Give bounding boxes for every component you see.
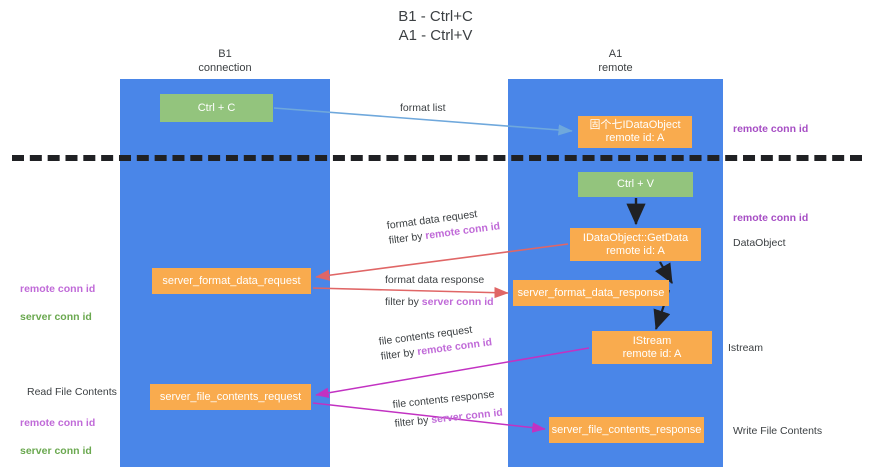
page-title: B1 - Ctrl+C A1 - Ctrl+V bbox=[398, 8, 473, 44]
node-istream-remote[interactable]: IStream remote id: A bbox=[592, 331, 712, 364]
annotation-read-file-contents: Read File Contents bbox=[27, 386, 117, 398]
annotation-conn-id-legend-top: remote conn id server conn id bbox=[20, 268, 95, 338]
annotation-dataobject: DataObject bbox=[733, 237, 786, 249]
caption-format-data-request: format data request filter by remote con… bbox=[386, 204, 501, 248]
annotation-remote-conn-id-mid: remote conn id bbox=[733, 212, 809, 224]
node-ctrl-c[interactable]: Ctrl + C bbox=[160, 94, 273, 122]
lane-header-a1: A1 remote bbox=[598, 48, 633, 74]
annotation-istream: Istream bbox=[728, 342, 764, 354]
legend-remote-conn-id-bottom: remote conn id bbox=[20, 417, 96, 429]
annotation-write-file-contents: Write File Contents bbox=[733, 425, 823, 437]
arrow-file-contents-request bbox=[315, 347, 590, 399]
node-server-format-data-request[interactable]: server_format_data_request bbox=[152, 268, 311, 294]
caption-filter-prefix: filter by bbox=[394, 414, 432, 430]
arrow-file-contents-response bbox=[312, 402, 546, 433]
node-idataobject-remote[interactable]: 固个七IDataObject remote id: A bbox=[578, 116, 692, 148]
arrow-format-list bbox=[273, 107, 573, 136]
caption-filter-prefix: filter by bbox=[385, 296, 422, 308]
arrow-format-data-response bbox=[312, 287, 509, 299]
legend-server-conn-id-bottom: server conn id bbox=[20, 445, 92, 457]
arrow-getdata-to-response bbox=[655, 261, 673, 284]
caption-line-filter: filter by server conn id bbox=[385, 295, 494, 310]
node-ctrl-v[interactable]: Ctrl + V bbox=[578, 172, 693, 197]
node-idataobject-getdata[interactable]: IDataObject::GetData remote id: A bbox=[570, 228, 701, 261]
caption-format-data-response: format data response filter by server co… bbox=[385, 273, 494, 310]
node-server-file-contents-response[interactable]: server_file_contents_response bbox=[549, 417, 704, 443]
lane-header-b1: B1 connection bbox=[198, 48, 252, 74]
annotation-remote-conn-id-top: remote conn id bbox=[733, 123, 809, 135]
legend-remote-conn-id-top: remote conn id bbox=[20, 283, 96, 295]
caption-format-list: format list bbox=[400, 102, 446, 114]
caption-filter-key: server conn id bbox=[421, 296, 494, 308]
caption-filter-prefix: filter by bbox=[388, 230, 427, 247]
node-server-file-contents-request[interactable]: server_file_contents_request bbox=[150, 384, 311, 410]
phase-divider bbox=[12, 155, 862, 161]
caption-file-contents-request: file contents request filter by remote c… bbox=[378, 320, 493, 364]
node-server-format-data-response[interactable]: server_format_data_response bbox=[513, 280, 669, 306]
caption-file-contents-response: file contents response filter by server … bbox=[392, 387, 504, 432]
caption-filter-prefix: filter by bbox=[380, 346, 419, 363]
caption-filter-key: server conn id bbox=[430, 406, 504, 426]
annotation-conn-id-legend-bottom: remote conn id server conn id bbox=[20, 402, 95, 472]
caption-line-primary: format data response bbox=[385, 274, 485, 286]
arrow-format-data-request bbox=[315, 243, 569, 281]
legend-server-conn-id-top: server conn id bbox=[20, 311, 92, 323]
